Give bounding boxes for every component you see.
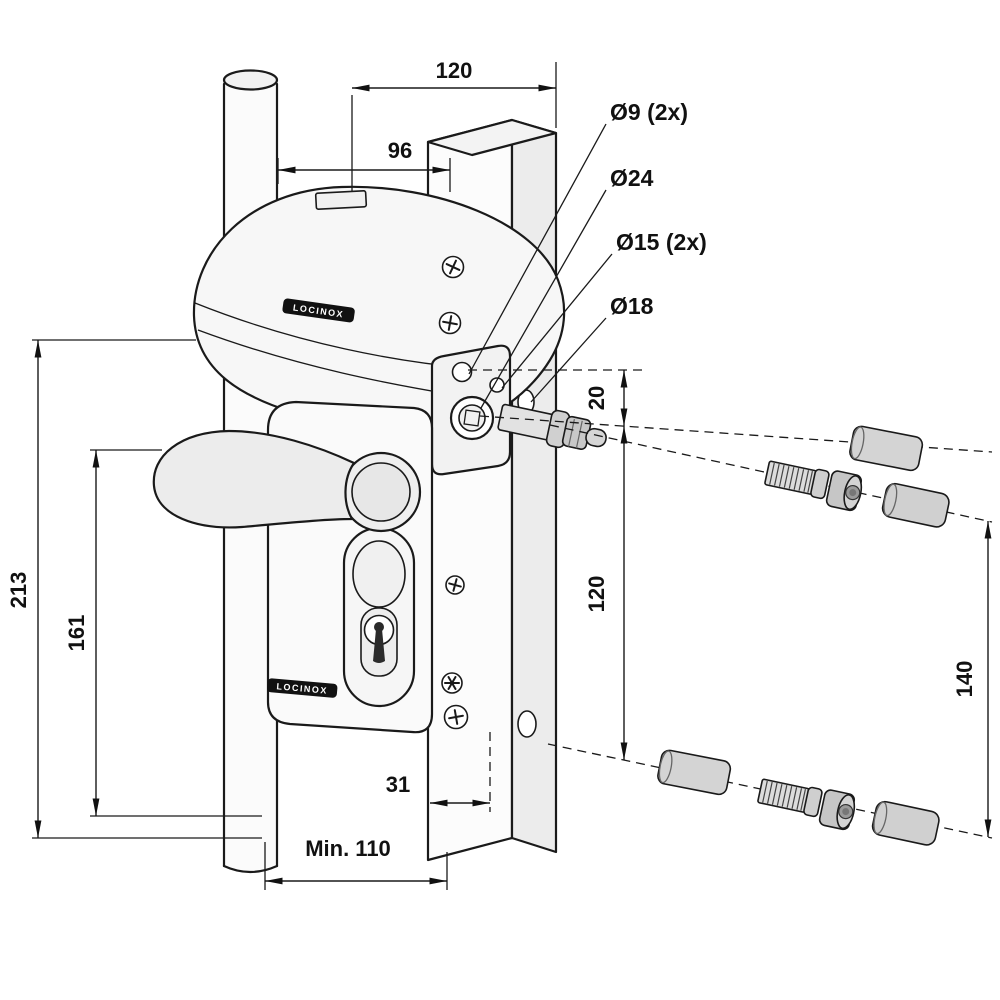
fastener-screw-top [764,460,830,500]
dimension-bolt-span: 140 [952,521,992,837]
dim-label-20: 20 [584,386,609,410]
callout-d18: Ø18 [530,293,654,403]
post-screws [441,575,469,730]
euro-cylinder [360,607,398,677]
brand-plate-top: LOCINOX [282,298,355,323]
spindle-hub [449,395,495,441]
dim-label-31: 31 [386,772,410,797]
dimension-height-overall: 213 [6,339,262,839]
callout-label-d15: Ø15 (2x) [616,229,707,255]
dim-label-min110: Min. 110 [305,836,391,861]
callout-label-d24: Ø24 [610,165,654,191]
hole-d9 [451,361,473,383]
fastener-spacer-top [849,425,924,472]
housing-screw-top [441,255,465,279]
fastener-cap-bottom [871,800,940,846]
dimension-offset-20: 20 [584,370,628,426]
dimension-post-offset: 31 [386,772,490,807]
thumbturn-recess [352,540,406,608]
dim-label-120-top: 120 [436,58,473,83]
dimension-overall-width: 120 [351,58,557,192]
housing-top-slot [314,190,368,210]
dimension-min-width: Min. 110 [264,836,448,890]
screw-mid [445,575,465,595]
dim-label-213: 213 [6,572,31,609]
dim-label-161: 161 [64,615,89,652]
fastener-cap-top [881,482,950,528]
housing-screw-bottom [438,311,462,335]
fastener-head-bottom [818,789,856,831]
mounting-plate [430,344,512,476]
dimension-hole-spacing: 120 [584,426,628,760]
callout-d24: Ø24 [480,165,654,409]
callout-d9: Ø9 (2x) [468,99,688,375]
post-side-hole-bottom [517,710,537,738]
callout-label-d18: Ø18 [610,293,654,319]
fastener-screw-bottom [757,778,823,818]
brand-label-bottom: LOCINOX [276,681,328,695]
callout-d15: Ø15 (2x) [501,229,707,389]
callout-label-d9: Ø9 (2x) [610,99,688,125]
screw-star [441,672,463,694]
spindle-assembly [497,403,607,450]
brand-plate-bottom: LOCINOX [267,678,338,698]
dim-label-140: 140 [952,661,977,698]
dim-label-120-right: 120 [584,576,609,613]
fastener-spacer-bottom [657,749,732,796]
lock-handle [152,429,422,533]
fastener-head-top [825,470,863,512]
handle-grip [152,429,356,529]
dimension-height-handle: 161 [64,449,262,817]
dimension-backset: 96 [277,138,451,192]
screw-low [443,704,469,730]
dim-label-96: 96 [388,138,412,163]
